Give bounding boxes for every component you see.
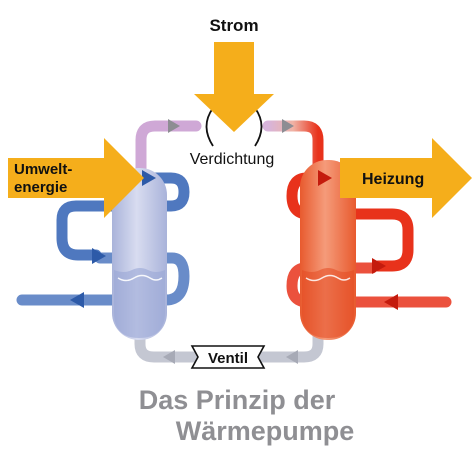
ambient-energy-label-line2: energie	[14, 179, 67, 196]
flow-arrow-icon	[282, 119, 294, 133]
compressor-bracket-right	[254, 107, 263, 147]
cold-coil-lower	[16, 252, 190, 306]
cold-flow-arrow-icon	[70, 292, 84, 308]
hot-flow-arrow-icon	[372, 258, 386, 274]
heating-label: Heizung	[362, 171, 424, 188]
hot-flow-arrow-icon	[384, 294, 398, 310]
heating-output-arrow	[340, 138, 472, 218]
evaporator-wave	[117, 274, 163, 282]
ambient-energy-label-line1: Umwelt-	[14, 161, 72, 178]
evaporator-liquid	[114, 268, 165, 338]
flow-arrow-icon	[286, 350, 298, 364]
valve-box	[190, 345, 266, 369]
valve-label: Ventil	[208, 350, 248, 367]
ambient-energy-arrow	[8, 138, 144, 218]
hot-flow-arrow-icon	[318, 170, 332, 186]
cold-flow-arrow-icon	[142, 170, 156, 186]
vapor-pipe-left	[135, 120, 202, 188]
cold-flow-arrow-icon	[92, 248, 106, 264]
power-input-arrow	[194, 42, 274, 132]
condenser-wave	[305, 274, 351, 282]
title-line-2: Wärmepumpe	[176, 416, 355, 446]
compressor-bracket-left	[205, 107, 214, 147]
cold-coil-upper	[56, 172, 190, 261]
title-line-1: Das Prinzip der	[139, 385, 336, 415]
hot-gas-pipe-right	[262, 120, 324, 174]
condenser-liquid	[302, 268, 354, 338]
flow-arrow-icon	[163, 350, 175, 364]
hot-coil-upper	[286, 172, 414, 272]
power-label: Strom	[209, 16, 258, 35]
compressor-label: Verdichtung	[190, 151, 275, 168]
flow-arrow-icon	[168, 119, 180, 133]
